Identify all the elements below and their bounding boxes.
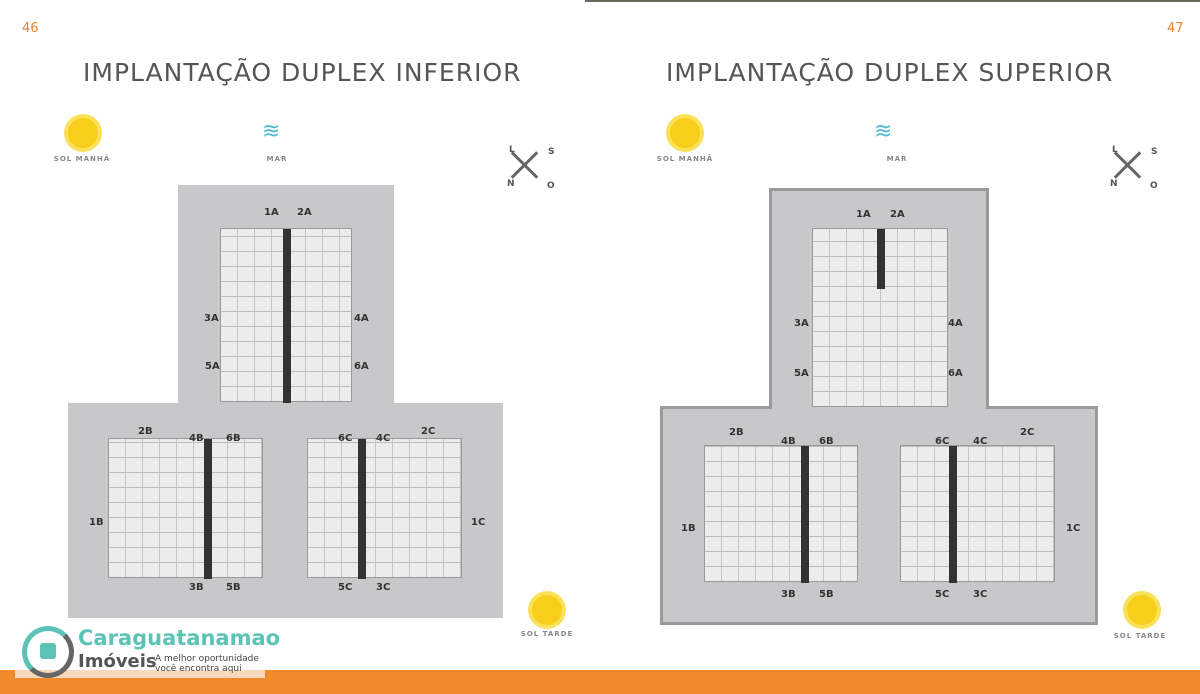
unit-label: 6C xyxy=(935,436,950,447)
sun-morning-label: SOL MANHÃ xyxy=(656,155,714,163)
top-divider xyxy=(585,0,1200,2)
sun-afternoon-label: SOL TARDE xyxy=(1113,632,1167,640)
page-title-left: IMPLANTAÇÃO DUPLEX INFERIOR xyxy=(83,58,522,87)
unit-label: 1C xyxy=(471,517,486,528)
logo-house-hands-icon xyxy=(22,626,74,678)
unit-label: 5B xyxy=(226,582,241,593)
unit-label: 4A xyxy=(948,318,963,329)
compass-n: N xyxy=(507,179,515,189)
unit-label: 5A xyxy=(794,368,809,379)
unit-label: 6A xyxy=(354,361,369,372)
page-title-right: IMPLANTAÇÃO DUPLEX SUPERIOR xyxy=(666,58,1114,87)
logo-sub: Imóveis xyxy=(78,651,157,672)
compass-icon: L S N O xyxy=(1108,145,1158,191)
unit-label: 4B xyxy=(189,433,204,444)
logo-tagline: A melhor oportunidade você encontra aqui xyxy=(155,654,259,674)
unit-label: 6B xyxy=(819,436,834,447)
unit-label: 4C xyxy=(376,433,391,444)
sea-label: MAR xyxy=(886,155,908,163)
unit-label: 4A xyxy=(354,313,369,324)
unit-label: 1A xyxy=(264,207,279,218)
page-number-left: 46 xyxy=(22,21,39,36)
unit-label: 6A xyxy=(948,368,963,379)
sun-afternoon-label: SOL TARDE xyxy=(520,630,574,638)
unit-label: 4B xyxy=(781,436,796,447)
unit-label: 2A xyxy=(890,209,905,220)
unit-label: 5B xyxy=(819,589,834,600)
tower-c-plan xyxy=(900,445,1055,583)
unit-label: 2C xyxy=(1020,427,1035,438)
unit-label: 3C xyxy=(973,589,988,600)
compass-o: O xyxy=(547,181,555,191)
unit-label: 5C xyxy=(935,589,950,600)
compass-icon: L S N O xyxy=(505,145,555,191)
unit-label: 1B xyxy=(681,523,696,534)
tower-a-plan xyxy=(220,228,352,403)
sun-icon xyxy=(532,595,562,625)
tower-b-plan xyxy=(108,438,263,579)
unit-label: 2B xyxy=(138,426,153,437)
tower-c-plan xyxy=(307,438,462,579)
unit-label: 3C xyxy=(376,582,391,593)
unit-label: 6B xyxy=(226,433,241,444)
tower-a-plan xyxy=(812,228,948,407)
logo-tagline-1: A melhor oportunidade xyxy=(155,654,259,664)
compass-s: S xyxy=(1151,147,1158,157)
compass-o: O xyxy=(1150,181,1158,191)
unit-label: 2C xyxy=(421,426,436,437)
logo-tagline-2: você encontra aqui xyxy=(155,664,242,674)
compass-n: N xyxy=(1110,179,1118,189)
unit-label: 1B xyxy=(89,517,104,528)
unit-label: 3A xyxy=(794,318,809,329)
unit-label: 5C xyxy=(338,582,353,593)
compass-s: S xyxy=(548,147,555,157)
unit-label: 3B xyxy=(781,589,796,600)
unit-label: 5A xyxy=(205,361,220,372)
logo-name: Caraguatanamao xyxy=(78,626,281,650)
compass-l: L xyxy=(509,145,515,155)
unit-label: 2A xyxy=(297,207,312,218)
tower-b-plan xyxy=(704,445,858,583)
unit-label: 4C xyxy=(973,436,988,447)
page-number-right: 47 xyxy=(1167,21,1184,36)
sea-label: MAR xyxy=(266,155,288,163)
unit-label: 3B xyxy=(189,582,204,593)
sun-morning-label: SOL MANHÃ xyxy=(53,155,111,163)
unit-label: 1A xyxy=(856,209,871,220)
unit-label: 6C xyxy=(338,433,353,444)
sea-waves-icon: ≋ xyxy=(262,119,281,144)
sea-waves-icon: ≋ xyxy=(874,119,893,144)
unit-label: 3A xyxy=(204,313,219,324)
sun-icon xyxy=(68,118,98,148)
sun-icon xyxy=(1127,595,1157,625)
compass-l: L xyxy=(1112,145,1118,155)
logo-backdrop xyxy=(15,670,265,678)
unit-label: 2B xyxy=(729,427,744,438)
unit-label: 1C xyxy=(1066,523,1081,534)
sun-icon xyxy=(670,118,700,148)
